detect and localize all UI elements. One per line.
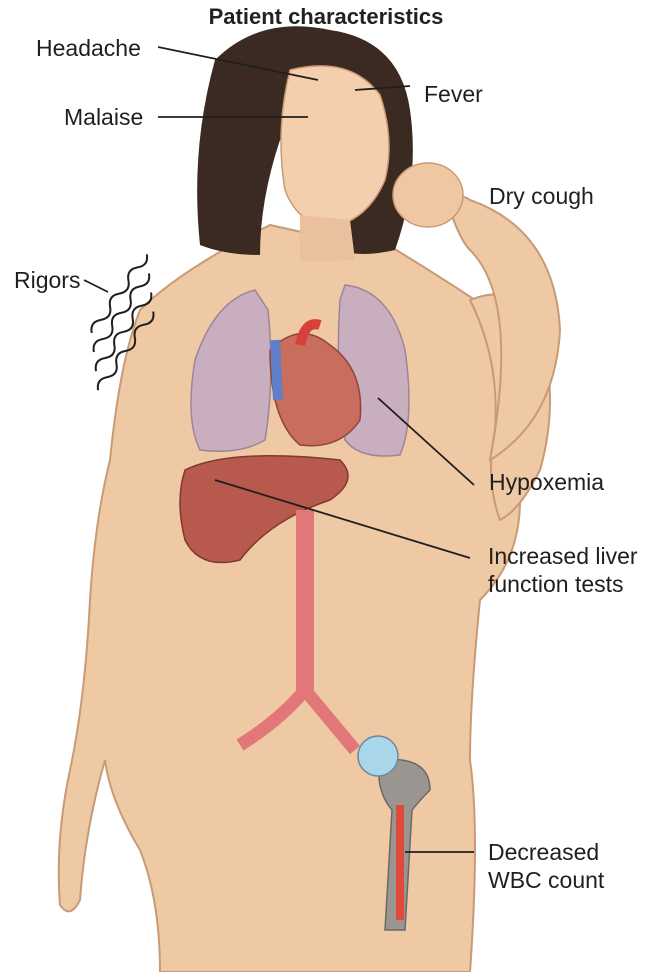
label-wbc-line2: WBC count (488, 866, 604, 894)
label-dry-cough: Dry cough (489, 182, 594, 210)
diagram-title: Patient characteristics (0, 4, 652, 30)
fist (393, 163, 463, 227)
bone-marrow (396, 805, 404, 920)
femoral-head (358, 736, 398, 776)
label-hypoxemia: Hypoxemia (489, 468, 604, 496)
label-rigors: Rigors (14, 266, 80, 294)
label-headache: Headache (36, 34, 141, 62)
label-fever: Fever (424, 80, 483, 108)
vena-cava (275, 340, 278, 400)
label-malaise: Malaise (64, 103, 143, 131)
leader-rigors (84, 280, 108, 292)
label-liver-function: Increased liver function tests (488, 542, 638, 598)
label-liver-line1: Increased liver (488, 542, 638, 570)
neck (300, 215, 355, 262)
label-liver-line2: function tests (488, 570, 638, 598)
label-wbc-line1: Decreased (488, 838, 604, 866)
label-wbc-count: Decreased WBC count (488, 838, 604, 894)
face (281, 66, 389, 226)
